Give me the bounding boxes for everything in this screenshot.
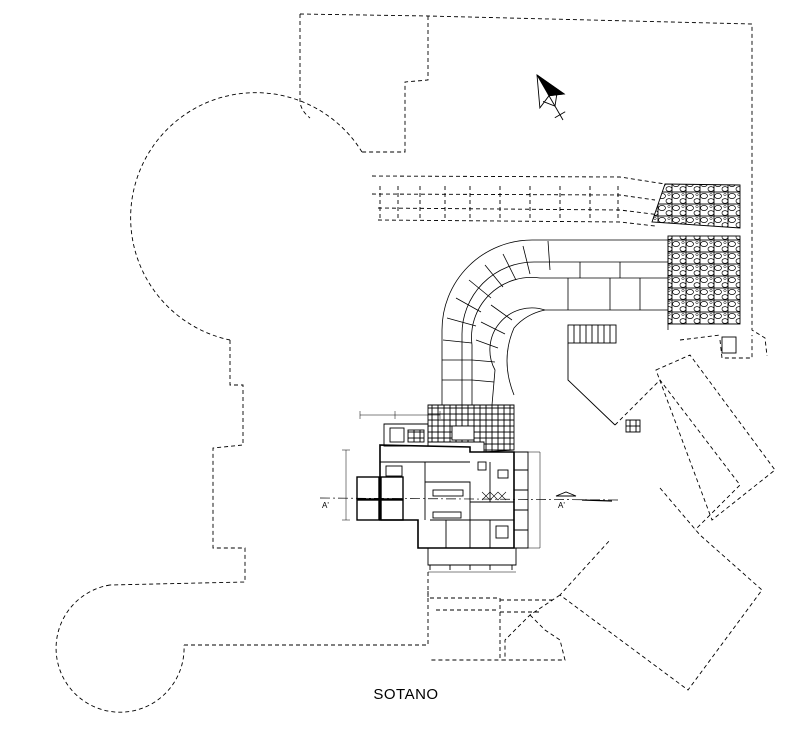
section-line: A' A': [319, 491, 621, 510]
terrace-outline: [430, 334, 776, 691]
small-structure: [625, 336, 737, 433]
section-marker-right: A': [558, 501, 565, 510]
drawing-title: SOTANO: [373, 686, 439, 703]
storage-boxes: [356, 476, 404, 521]
property-boundary: [55, 13, 768, 713]
building: [342, 404, 541, 660]
stair: [567, 324, 617, 426]
stone-wall: [651, 183, 741, 325]
access-lanes: [371, 175, 666, 227]
section-marker-left: A': [322, 501, 329, 510]
driveway-ramp: [441, 239, 669, 406]
north-arrow-icon: [536, 74, 566, 121]
section-arrow-icon: [555, 491, 577, 497]
